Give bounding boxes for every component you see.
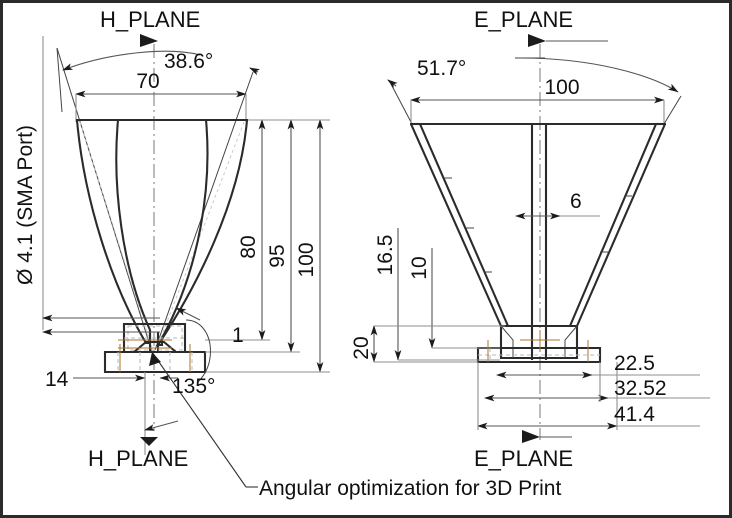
e-plane-top-label: E_PLANE (474, 7, 573, 32)
e-plane-base-chamfer-left (500, 325, 514, 358)
h-plane-boss-hidden-rect (127, 325, 183, 351)
e-plane-angle-tick-left (387, 79, 398, 89)
h-plane-bottom-label: H_PLANE (88, 446, 188, 471)
e-plane-view (370, 34, 710, 443)
e-plane-width-text: 100 (544, 76, 579, 99)
h-plane-chamfer-angle-text: 135° (172, 375, 215, 398)
h-plane-wall-thickness-text: 1 (232, 324, 244, 347)
e-plane-dim-20-text: 20 (350, 336, 373, 359)
h-plane-height-95-text: 95 (266, 244, 289, 267)
e-plane-bottom-label: E_PLANE (474, 446, 573, 471)
h-plane-top-label: H_PLANE (100, 7, 200, 32)
e-plane-angle-leg-right (663, 95, 682, 125)
e-plane-base-chamfer-right (564, 325, 578, 358)
e-plane-base-3252-text: 32.52 (614, 377, 667, 400)
section-arrow-icon-top-left (140, 34, 158, 47)
section-arrow-icon-bottom-left (140, 437, 158, 446)
callout-arrowhead (149, 352, 161, 366)
h-plane-height-100-text: 100 (295, 242, 318, 277)
h-plane-angle-arc (62, 50, 201, 71)
e-plane-angle-arc (520, 57, 679, 93)
section-arrow-icon-bottom-right (522, 430, 540, 443)
h-plane-thickness-arc (185, 319, 211, 345)
h-plane-135-arc (197, 343, 211, 383)
e-plane-base-225-text: 22.5 (614, 352, 655, 375)
h-plane-width-text: 70 (136, 70, 159, 93)
text-layer: H_PLANE 38.6° 70 80 95 100 1 14 135° Ø 4… (14, 7, 667, 500)
h-plane-angle-leg (56, 47, 63, 113)
h-plane-bottom-section-line (144, 420, 179, 431)
e-plane-left-wall-inner (419, 123, 509, 327)
h-plane-view (42, 34, 330, 488)
e-plane-angle-leg-left (390, 83, 413, 125)
e-plane-throat-text: 6 (570, 190, 582, 213)
h-plane-angle-arc-tick (249, 67, 261, 76)
e-plane-base-box (499, 324, 579, 360)
optimization-caption: Angular optimization for 3D Print (259, 477, 561, 500)
e-plane-right-wall-outer (576, 123, 666, 327)
e-plane-base-414-text: 41.4 (614, 403, 655, 426)
h-plane-sma-port-text: Ø 4.1 (SMA Port) (14, 125, 37, 285)
h-plane-flange-width-text: 14 (45, 368, 69, 391)
e-plane-angle-text: 51.7° (417, 57, 466, 80)
h-plane-ghost-right (156, 121, 245, 349)
h-plane-angle-text: 38.6° (164, 50, 213, 73)
h-plane-angle-leg-inner (56, 47, 153, 353)
e-plane-right-wall-inner (569, 123, 657, 327)
e-plane-dim-165-text: 16.5 (374, 235, 397, 276)
callout-leader-left (151, 351, 247, 488)
e-plane-left-wall-outer (410, 123, 502, 327)
h-plane-right-wall-section (156, 118, 249, 347)
section-arrow-icon-top-right (528, 34, 546, 47)
e-plane-dim-10-text: 10 (408, 256, 431, 279)
h-plane-height-80-text: 80 (237, 235, 260, 258)
h-plane-thickness-leader (175, 307, 201, 321)
h-plane-chamfer-profile (133, 340, 177, 353)
